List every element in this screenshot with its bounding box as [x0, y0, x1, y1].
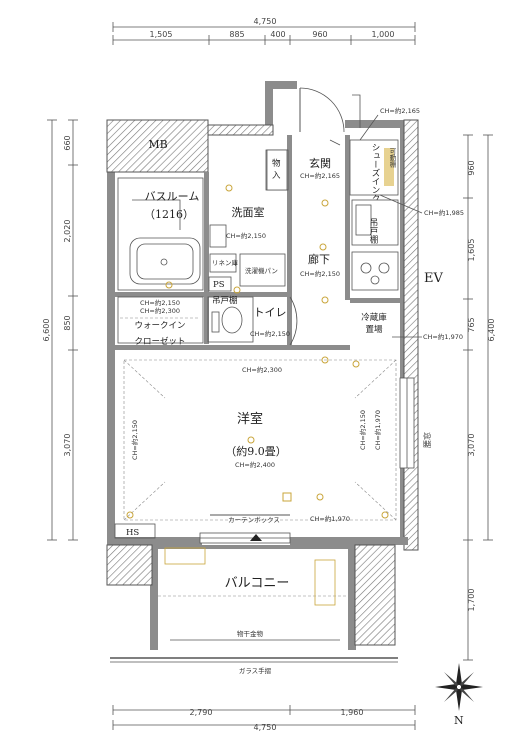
right-dim-3: 765: [467, 317, 476, 332]
washer-pan: [239, 253, 286, 287]
ch-wic-1: CH=約2,150: [140, 298, 180, 307]
left-dim-4: 3,070: [63, 434, 72, 457]
label-washer-pan: 洗濯機パン: [245, 266, 278, 275]
bathroom: [117, 177, 204, 291]
room-washroom: 洗面室: [232, 205, 265, 219]
left-dim-1: 660: [63, 135, 72, 150]
top-total-dim: 4,750: [254, 17, 277, 26]
balcony-area: [106, 544, 398, 663]
room-fridge-1: 冷蔵庫: [361, 312, 387, 323]
bottom-total-dim: 4,750: [254, 723, 277, 732]
ch-room-right-2: CH=約1,970: [373, 410, 382, 450]
room-western-size: （約9.0畳）: [225, 444, 287, 458]
top-dim-5: 1,000: [372, 30, 395, 39]
right-dim-4: 3,070: [467, 434, 476, 457]
top-dim-1: 1,505: [150, 30, 173, 39]
bottom-dim-1: 2,790: [190, 708, 213, 717]
ch-toilet: CH=約2,150: [250, 329, 290, 338]
room-bath-size: （1216）: [144, 208, 194, 221]
bottom-dim-2: 1,960: [341, 708, 364, 717]
room-storage-1: 物: [272, 158, 281, 169]
room-toilet: トイレ: [254, 306, 287, 319]
top-dim-2: 885: [229, 30, 244, 39]
western-room: [123, 359, 415, 544]
label-movable-shelf: 可動棚: [388, 148, 396, 169]
left-total-dim: 6,600: [42, 319, 51, 342]
left-dimension-lines: [47, 119, 78, 541]
right-total-dim: 6,400: [487, 319, 496, 342]
outer-walls: [106, 81, 419, 551]
room-wic-2: クローゼット: [134, 336, 185, 347]
ceiling-light: [247, 436, 255, 444]
label-hs: HS: [126, 528, 139, 538]
top-dim-4: 960: [312, 30, 327, 39]
ch-fridge: CH=約1,970: [423, 332, 463, 341]
ch-room-center: CH=約2,400: [235, 460, 275, 469]
room-entrance: 玄関: [309, 156, 331, 170]
label-linen-shelf: リネン庫: [212, 258, 239, 267]
left-dim-3: 850: [63, 315, 72, 330]
ch-curtain: CH=約1,970: [310, 514, 350, 523]
room-fridge-2: 置場: [365, 324, 383, 335]
hs-box: [114, 523, 156, 539]
shoe-closet: シューズインクローク 可動棚: [349, 139, 399, 228]
ch-room-right-1: CH=約2,150: [358, 410, 367, 450]
label-window: 腰窓: [422, 432, 432, 448]
bottom-dimension-lines: [112, 705, 416, 730]
room-shoe-closet: シューズインクローク: [370, 143, 380, 228]
top-dim-3: 400: [270, 30, 285, 39]
toilet-area: [207, 296, 254, 343]
compass-rose-icon: [435, 663, 483, 711]
left-dim-2: 2,020: [63, 220, 72, 243]
linen-shelf: [209, 253, 237, 273]
room-mb: MB: [148, 138, 167, 151]
room-western: 洋室: [237, 411, 263, 427]
label-ps: PS: [213, 280, 225, 290]
ch-room-left: CH=約2,150: [130, 420, 139, 460]
room-hallway: 廊下: [308, 252, 330, 266]
right-dimension-lines: [463, 134, 493, 661]
room-balcony: バルコニー: [225, 576, 290, 591]
ch-wic-2: CH=約2,300: [140, 306, 180, 315]
label-ev: EV: [424, 271, 443, 286]
storage-closet: [266, 149, 288, 191]
right-kitchen-column: [351, 199, 399, 291]
room-bathroom: バスルーム: [145, 190, 200, 203]
top-dimension-lines: [112, 22, 416, 45]
washbasin: [209, 224, 227, 248]
label-hanging-shelf: 吊戸棚: [212, 295, 238, 306]
entrance-door: [299, 87, 361, 133]
ch-corridor-right: CH=約1,985: [424, 208, 464, 217]
right-dim-2: 1,605: [467, 239, 476, 262]
right-dim-5: 1,700: [467, 589, 476, 612]
ch-hallway: CH=約2,150: [300, 269, 340, 278]
ch-entrance: CH=約2,165: [300, 171, 340, 180]
label-hanging-shelf-cupboard: 吊戸棚: [368, 218, 378, 244]
ch-room-top: CH=約2,300: [242, 365, 282, 374]
room-wic-1: ウォークイン: [134, 321, 185, 331]
ps-box: [208, 276, 232, 292]
compass-north-label: N: [454, 714, 464, 727]
right-dim-1: 960: [467, 160, 476, 175]
electrical-fixtures: [126, 184, 389, 519]
label-glass-railing: ガラス手摺: [239, 666, 272, 675]
walk-in-closet: [117, 296, 204, 344]
label-drying-hardware: 物干金物: [237, 629, 264, 638]
toilet-bowl: [221, 306, 243, 334]
ch-washroom: CH=約2,150: [226, 231, 266, 240]
ch-entrance-top: CH=約2,165: [380, 106, 420, 115]
label-curtain-box: カーテンボックス: [228, 516, 280, 524]
room-storage-2: 入: [272, 171, 281, 181]
